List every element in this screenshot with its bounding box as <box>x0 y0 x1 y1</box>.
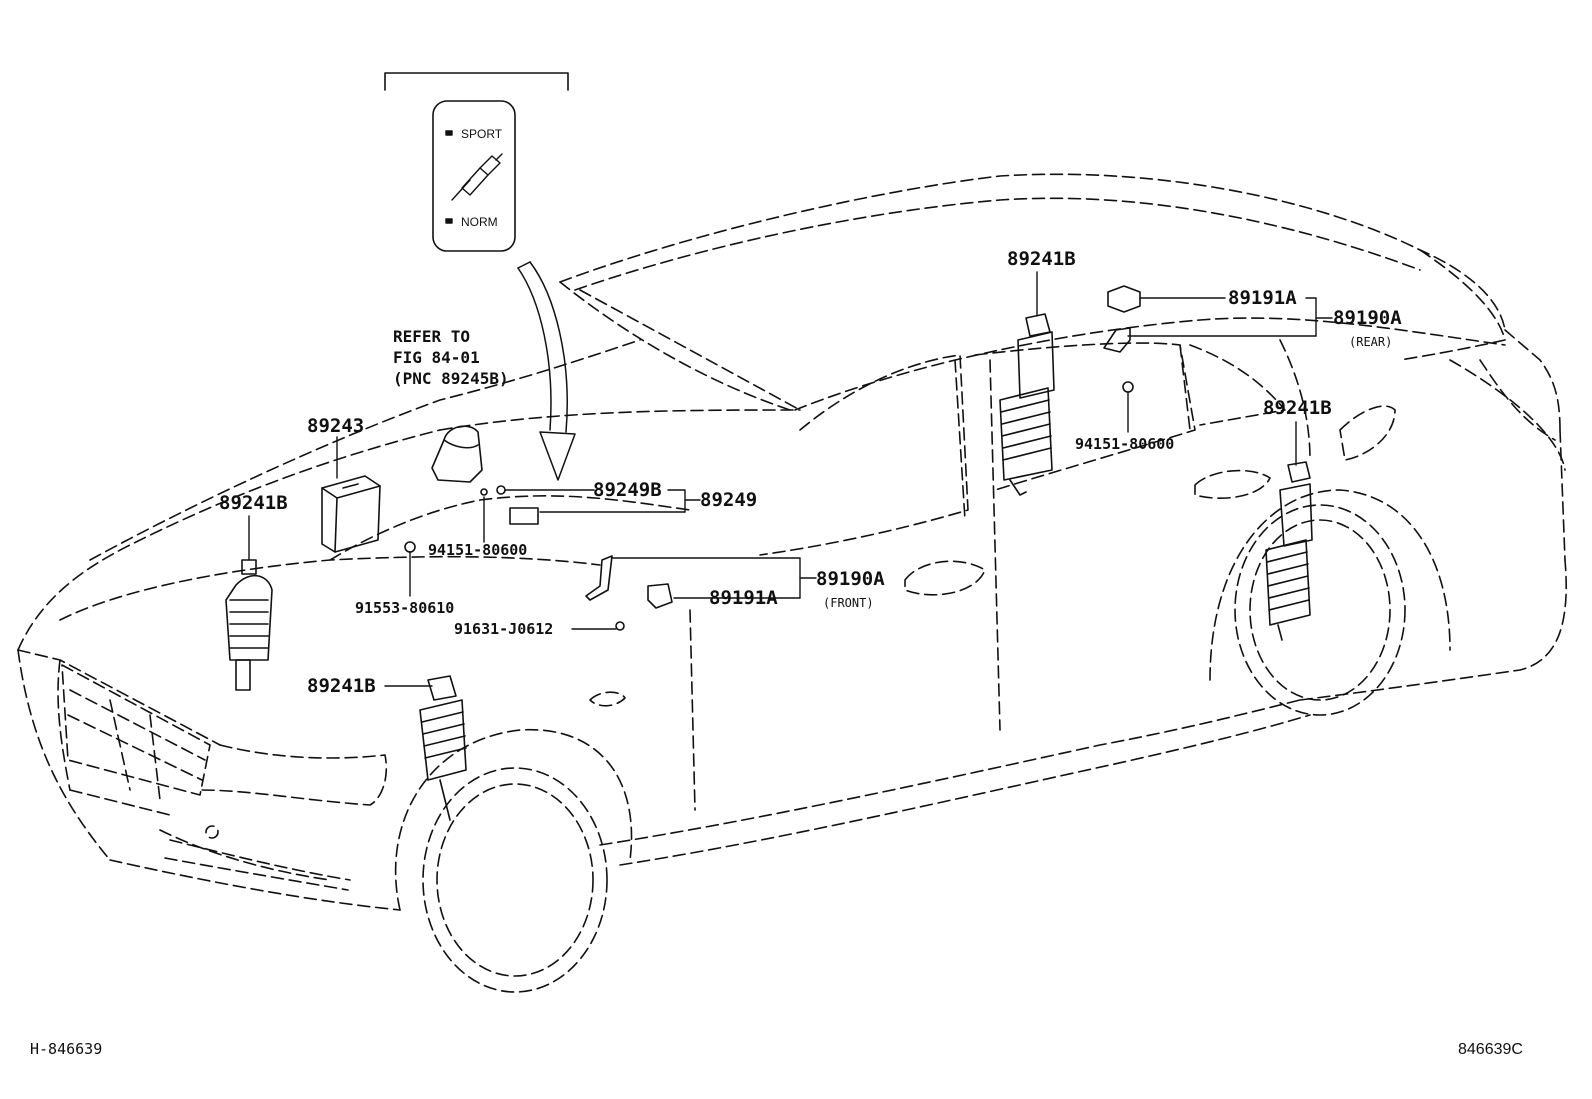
part-label-94151-80600-front: 94151-80600 <box>428 541 528 559</box>
strut-front-left-part <box>225 559 273 691</box>
norm-mode-label: NORM <box>461 215 498 229</box>
switch-panel <box>384 72 576 481</box>
reference-line-1: REFER TO <box>393 327 471 346</box>
illustration-code-left: H-846639 <box>30 1040 103 1058</box>
ecu-89243-part <box>321 475 381 553</box>
pointer-arrow-icon <box>517 261 576 481</box>
car-body-outline <box>17 173 1567 993</box>
bolt-91553-part <box>404 541 416 553</box>
part-label-89243: 89243 <box>307 415 365 437</box>
part-label-91553-80610: 91553-80610 <box>355 599 455 617</box>
part-label-89191a-front: 89191A <box>709 587 778 609</box>
rear-note: (REAR) <box>1349 335 1393 349</box>
sensor-89249-part <box>480 485 539 525</box>
part-label-89249: 89249 <box>700 489 758 511</box>
illustration-code-right: 846639C <box>1458 1041 1523 1058</box>
height-sensor-front-part <box>585 555 673 631</box>
part-label-89241b-front-right: 89241B <box>307 675 376 697</box>
reference-line-3: (PNC 89245B) <box>393 369 509 388</box>
part-label-89249b: 89249B <box>593 479 662 501</box>
shock-absorber-icon <box>445 130 503 224</box>
height-sensor-rear-part <box>1103 285 1141 393</box>
reference-line-2: FIG 84-01 <box>393 348 480 367</box>
strut-rear-left-part <box>999 313 1055 496</box>
strut-front-right-part <box>419 675 467 821</box>
part-label-94151-80600-rear: 94151-80600 <box>1075 435 1175 453</box>
part-label-91631-j0612: 91631-J0612 <box>454 620 554 638</box>
part-label-89241b-front-left: 89241B <box>219 492 288 514</box>
switch-89245b-part <box>431 425 483 483</box>
strut-rear-right-part <box>1265 461 1313 641</box>
front-note: (FRONT) <box>823 596 874 610</box>
part-label-89241b-rear-right: 89241B <box>1263 397 1332 419</box>
sport-mode-label: SPORT <box>461 127 503 141</box>
part-label-89241b-rear-left: 89241B <box>1007 248 1076 270</box>
part-label-89190a-front: 89190A <box>816 568 885 590</box>
part-label-89191a-rear: 89191A <box>1228 287 1297 309</box>
reference-note: REFER TO FIG 84-01 (PNC 89245B) <box>393 326 509 389</box>
part-label-89190a-rear: 89190A <box>1333 307 1402 329</box>
leader-lines <box>248 271 1333 687</box>
